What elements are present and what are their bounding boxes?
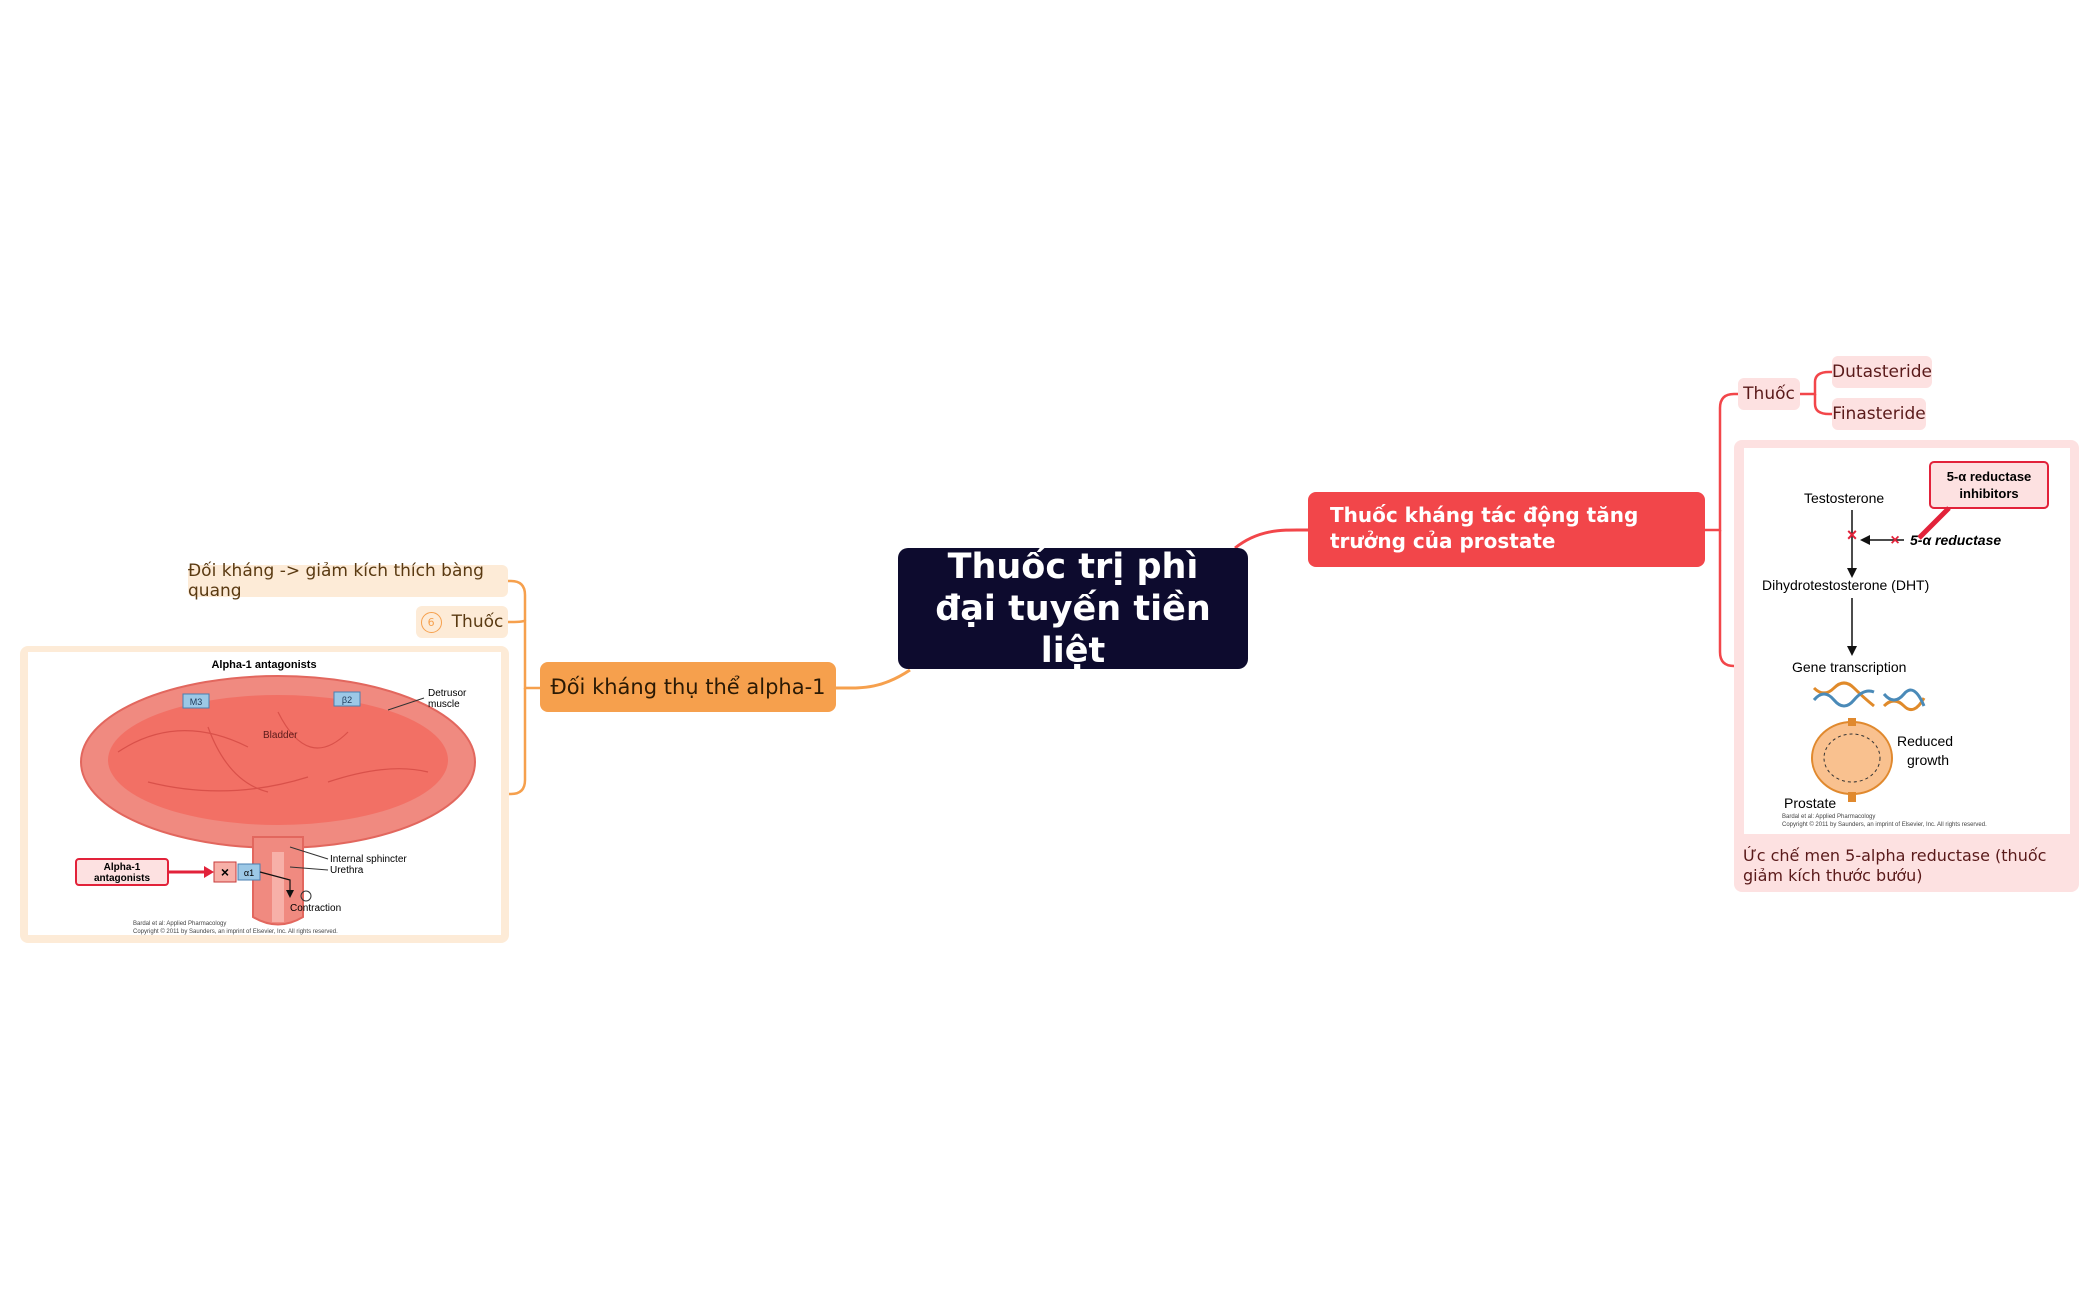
leaf-label: Thuốc	[1743, 384, 1795, 404]
svg-text:Prostate: Prostate	[1784, 795, 1836, 811]
svg-text:×: ×	[1847, 525, 1858, 545]
svg-text:Testosterone: Testosterone	[1804, 490, 1884, 506]
svg-text:Gene transcription: Gene transcription	[1792, 659, 1906, 675]
leaf-antagonism-note[interactable]: Đối kháng -> giảm kích thích bàng quang	[188, 561, 508, 601]
image-card-5alpha[interactable]: 5-α reductase inhibitors Testosterone × …	[1734, 440, 2079, 892]
leaf-label: Thuốc	[451, 612, 504, 632]
leaf-drugs[interactable]: Thuốc	[1738, 378, 1800, 410]
leaf-label: Đối kháng -> giảm kích thích bàng quang	[188, 561, 484, 601]
figure-title: Alpha-1 antagonists	[211, 659, 316, 671]
svg-text:Alpha-1: Alpha-1	[104, 862, 141, 873]
svg-text:×: ×	[1890, 532, 1899, 549]
svg-text:Reduced: Reduced	[1897, 733, 1953, 749]
leaf-label: Dutasteride	[1832, 362, 1932, 382]
branch-growth-inhibitors[interactable]: Thuốc kháng tác động tăng trưởng của pro…	[1308, 492, 1705, 567]
collapsed-count-badge[interactable]: 6	[420, 611, 442, 633]
root-topic[interactable]: Thuốc trị phì đại tuyến tiền liệt	[898, 547, 1248, 671]
bladder-label: Bladder	[263, 730, 298, 741]
svg-text:muscle: muscle	[428, 699, 460, 710]
svg-text:inhibitors: inhibitors	[1959, 486, 2018, 501]
leaf-finasteride[interactable]: Finasteride	[1832, 398, 1926, 430]
svg-text:Internal sphincter: Internal sphincter	[330, 854, 407, 865]
svg-text:antagonists: antagonists	[94, 873, 151, 884]
svg-text:M3: M3	[190, 697, 203, 707]
image-caption: Ức chế men 5-alpha reductase (thuốc giảm…	[1743, 846, 2047, 885]
svg-text:×: ×	[221, 864, 229, 880]
branch-alpha1-antagonists[interactable]: Đối kháng thụ thể alpha-1	[540, 662, 836, 712]
svg-text:Bardal et al: Applied Pharmaco: Bardal et al: Applied Pharmacology	[1782, 814, 1875, 820]
svg-text:Bardal et al: Applied Pharmaco: Bardal et al: Applied Pharmacology	[133, 921, 226, 927]
bladder-figure: Alpha-1 antagonists Bladder M3 β2 Detrus…	[28, 652, 501, 935]
svg-text:Copyright © 2011 by Saunders,: Copyright © 2011 by Saunders, an imprint…	[133, 928, 338, 935]
svg-text:Dihydrotestosterone (DHT): Dihydrotestosterone (DHT)	[1762, 577, 1929, 593]
leaf-label: Finasteride	[1832, 404, 1926, 424]
svg-text:5-α reductase: 5-α reductase	[1947, 469, 2032, 484]
svg-text:Detrusor: Detrusor	[428, 688, 467, 699]
svg-text:β2: β2	[342, 695, 352, 705]
svg-text:Urethra: Urethra	[330, 865, 364, 876]
leaf-drugs-collapsed[interactable]: 6 Thuốc	[416, 606, 508, 638]
svg-text:growth: growth	[1907, 752, 1949, 768]
svg-text:Copyright © 2011 by Saunders,: Copyright © 2011 by Saunders, an imprint…	[1782, 821, 1987, 828]
svg-text:5-α reductase: 5-α reductase	[1910, 532, 2001, 548]
image-card-alpha1[interactable]: Alpha-1 antagonists Bladder M3 β2 Detrus…	[20, 646, 509, 943]
svg-text:Contraction: Contraction	[290, 903, 341, 914]
reductase-figure: 5-α reductase inhibitors Testosterone × …	[1744, 448, 2070, 834]
leaf-dutasteride[interactable]: Dutasteride	[1832, 356, 1932, 388]
svg-text:α1: α1	[244, 868, 254, 878]
